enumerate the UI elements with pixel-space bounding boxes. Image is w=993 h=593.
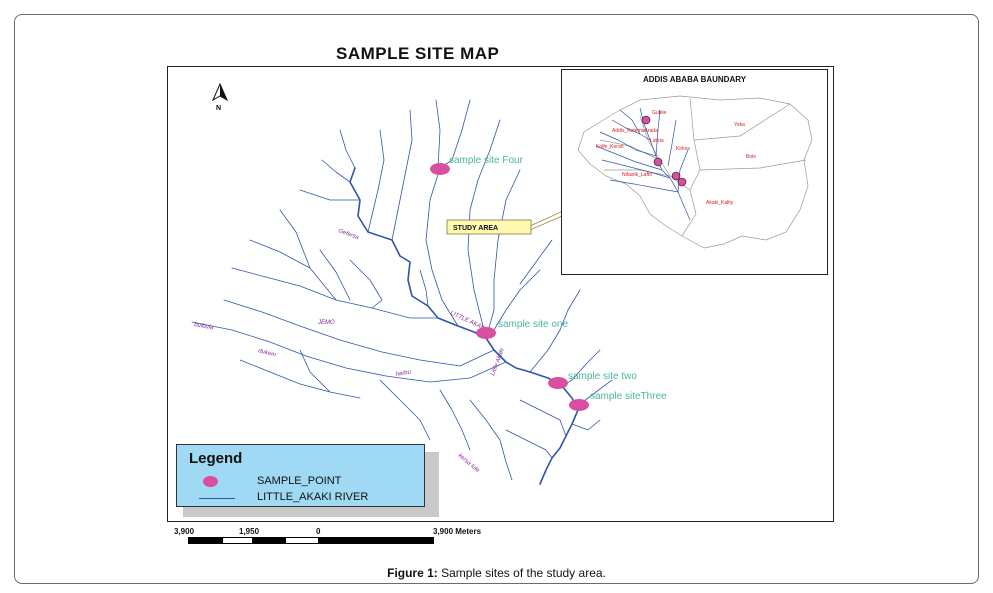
inset-sample-point [653,157,663,167]
scale-bar [188,537,434,544]
sample-site-marker[interactable] [476,327,496,339]
site-label: sample site one [498,319,568,330]
district-label: Bole [746,154,756,160]
district-label: Yeka [734,122,745,128]
district-label: Nifasilk_Lafto [622,172,652,178]
inset-map: ADDIS ABABA BAUNDARY [561,69,828,275]
figure-caption: Figure 1: Sample sites of the study area… [0,566,993,580]
site-label: sample siteThree [590,391,667,402]
district-label: Gulele [652,110,667,116]
district-label: Addis_KetemaArada [612,128,658,134]
callout-label: STUDY AREA [453,225,498,232]
inset-sample-point [671,171,681,181]
legend-title: Legend [189,450,243,467]
river-label: JEMO [317,320,335,326]
inset-sample-point [677,177,687,187]
study-area-callout [446,219,532,235]
scale-label: 1,950 [239,527,260,536]
caption-text: Sample sites of the study area. [437,566,606,580]
legend-item-sample-point: SAMPLE_POINT [257,475,342,487]
district-label: Kolfe_Keran [596,144,624,150]
sample-site-marker[interactable] [548,377,568,389]
sample-site-marker[interactable] [430,163,450,175]
sample-site-marker[interactable] [569,399,589,411]
inset-title: ADDIS ABABA BAUNDARY [642,75,747,84]
district-label: Kirkos [676,146,690,152]
map-title: SAMPLE SITE MAP [336,44,500,63]
site-label: sample site two [568,371,637,382]
scale-label: 3,900 Meters [433,527,482,536]
site-label: sample site Four [449,155,524,166]
legend-sample-point-swatch [203,476,218,487]
inset-sample-point [641,115,651,125]
legend: Legend SAMPLE_POINT LITTLE_AKAKI RIVER [176,444,425,507]
river-label: harbu [395,369,412,378]
caption-label: Figure 1: [387,566,438,580]
north-label: N [216,105,221,112]
scale-label: 0 [316,527,321,536]
river-label: bulbula [194,322,215,331]
legend-item-river: LITTLE_AKAKI RIVER [257,491,369,503]
north-arrow-icon [211,82,229,102]
scale-label: 3,900 [174,527,195,536]
district-label: Akaki_Kality [706,200,734,206]
legend-river-swatch [199,498,235,499]
river-label: dukem [257,348,276,358]
district-label: Lideta [650,138,664,144]
